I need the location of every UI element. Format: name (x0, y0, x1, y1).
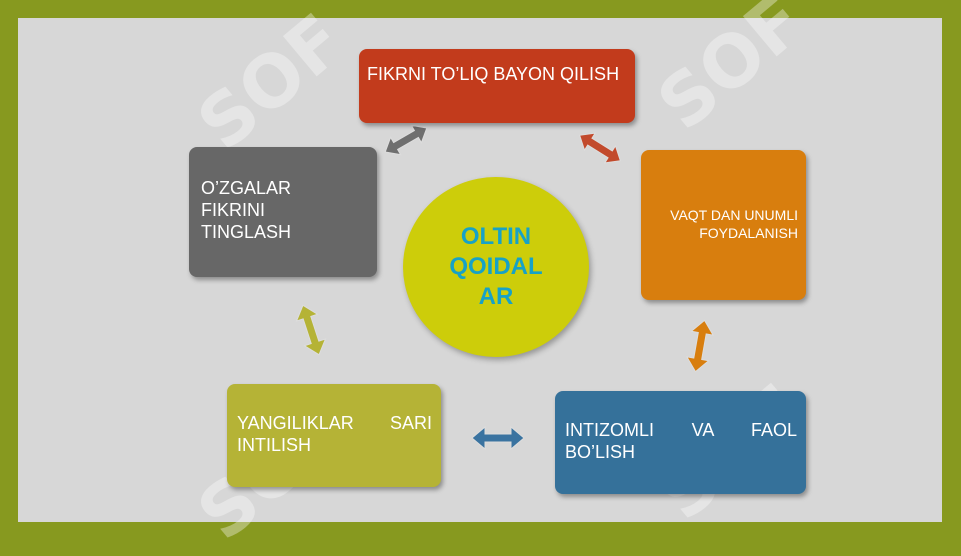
arrow-right (685, 319, 715, 373)
box-right: VAQT DAN UNUMLI FOYDALANISH (641, 150, 806, 300)
box-bottom-left: YANGILIKLAR SARI INTILISH (227, 384, 441, 487)
box-bottom-right-label: INTIZOMLI VA FAOL BO’LISH (565, 420, 797, 462)
box-bottom-right: INTIZOMLI VA FAOL BO’LISH (555, 391, 806, 494)
arrow-bottom (471, 425, 525, 451)
box-right-label: VAQT DAN UNUMLI FOYDALANISH (670, 207, 798, 241)
box-top-label: FIKRNI TO’LIQ BAYON QILISH (367, 64, 620, 84)
arrow-top-left (384, 124, 428, 156)
box-left-label: O’ZGALAR FIKRINI TINGLASH (201, 178, 292, 242)
box-bottom-left-label: YANGILIKLAR SARI INTILISH (237, 413, 432, 455)
connector-arrows (295, 124, 715, 451)
box-left: O’ZGALAR FIKRINI TINGLASH (189, 147, 377, 277)
box-top: FIKRNI TO’LIQ BAYON QILISH (359, 49, 635, 123)
center-circle: OLTIN QOIDAL AR (403, 177, 589, 357)
center-label: OLTIN QOIDAL AR (449, 223, 543, 310)
arrow-top-right (578, 132, 622, 164)
arrow-left (295, 304, 327, 356)
